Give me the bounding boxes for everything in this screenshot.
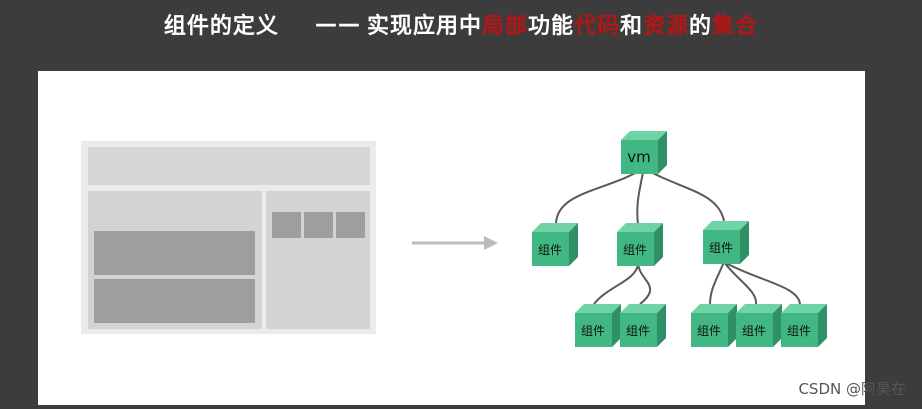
title-part1: 组件的定义 <box>163 14 279 39</box>
layout-sidebar-box-2 <box>304 212 333 238</box>
layout-sidebar-box-1 <box>272 212 301 238</box>
tree-nodes: vm 组件 组件 组件 <box>532 131 827 347</box>
component-cube-8: 组件 <box>781 304 827 347</box>
title-highlight-local: 局部 <box>481 14 528 39</box>
title-part4: 和 <box>620 14 644 39</box>
layout-sidebar-box-3 <box>336 212 365 238</box>
component-label: 组件 <box>581 324 605 338</box>
diagram-card: vm 组件 组件 组件 <box>38 71 865 405</box>
component-label: 组件 <box>787 324 811 338</box>
layout-sidebar <box>266 191 370 329</box>
layout-main-block-2 <box>94 279 255 323</box>
title-part3: 功能 <box>527 14 574 39</box>
component-label: 组件 <box>623 243 647 257</box>
component-label: 组件 <box>697 324 721 338</box>
vm-root-cube: vm <box>621 131 667 174</box>
component-cube-1: 组件 <box>532 223 578 266</box>
title-highlight-code: 代码 <box>573 14 620 39</box>
layout-main-block-1 <box>94 231 255 275</box>
layout-header <box>88 147 370 185</box>
component-cube-2: 组件 <box>617 223 663 266</box>
arrow-icon <box>412 236 498 250</box>
component-cube-5: 组件 <box>620 304 666 347</box>
page-layout-wireframe <box>81 141 376 334</box>
component-cube-3: 组件 <box>703 221 749 264</box>
title-part5: 的 <box>689 14 713 39</box>
title-dash: —— <box>314 11 361 37</box>
component-label: 组件 <box>709 241 733 255</box>
diagram-canvas: vm 组件 组件 组件 <box>81 131 827 347</box>
watermark: CSDN @阿昊在 <box>798 380 906 398</box>
title-highlight-resource: 资源 <box>643 14 690 39</box>
component-label: 组件 <box>626 324 650 338</box>
component-cube-7: 组件 <box>736 304 782 347</box>
slide-title: 组件的定义 —— 实现应用中 局部 功能 代码 和 资源 的 集合 <box>0 6 922 42</box>
tree-connectors <box>555 167 801 306</box>
component-label: 组件 <box>538 243 562 257</box>
component-cube-4: 组件 <box>575 304 621 347</box>
title-highlight-collection: 集合 <box>712 14 759 39</box>
component-cube-6: 组件 <box>691 304 737 347</box>
title-part2: 实现应用中 <box>366 14 482 39</box>
component-label: 组件 <box>742 324 766 338</box>
vm-label: vm <box>627 148 651 166</box>
